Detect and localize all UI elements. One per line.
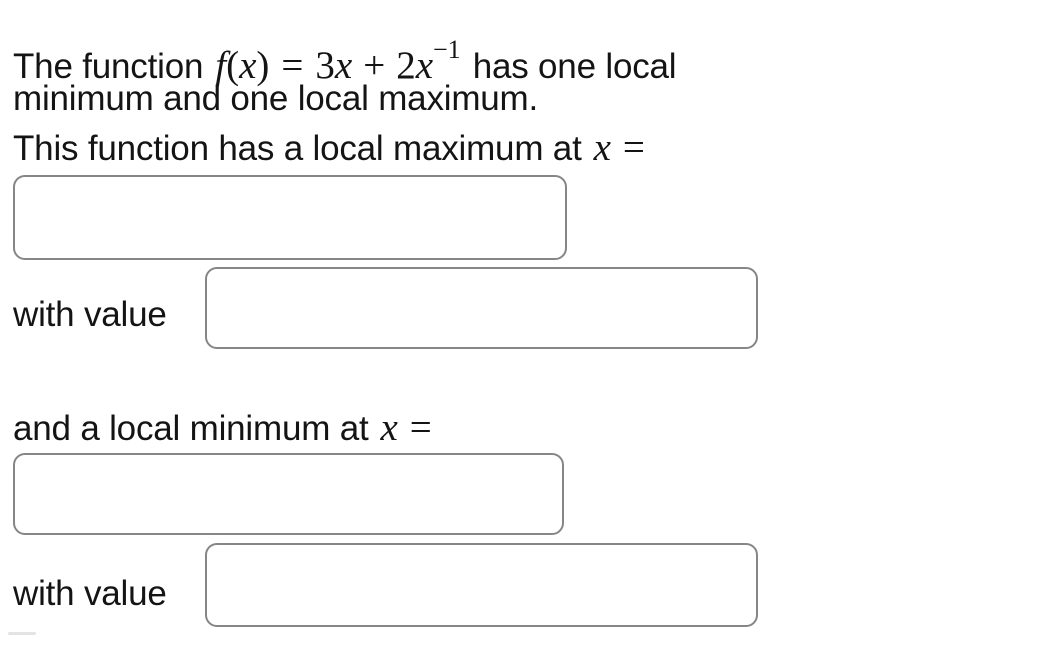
math-equals-sign-2: =: [409, 406, 432, 449]
with-value-label-max: with value: [13, 295, 167, 334]
formula-coeff2: 2: [396, 44, 416, 87]
with-value-label-min: with value: [13, 574, 167, 613]
formula-coeff1: 3: [315, 44, 335, 87]
formula-equals: =: [281, 44, 304, 87]
local-max-prompt-text: This function has a local maximum at: [13, 129, 582, 168]
formula: f(x)=3x+2x−1: [215, 35, 460, 87]
formula-close-paren: ): [256, 44, 270, 87]
formula-x-arg: x: [239, 44, 257, 87]
math-equals-sign: =: [622, 126, 645, 169]
math-x-equals-2: x=: [380, 406, 431, 449]
formula-open-paren: (: [226, 44, 240, 87]
formula-x2: x: [415, 44, 434, 87]
line1-prefix-text: The function: [13, 47, 204, 86]
math-x-2: x: [380, 406, 398, 449]
line1-suffix-text: has one local: [472, 47, 677, 86]
math-x-equals: x=: [594, 126, 645, 169]
math-x: x: [593, 126, 611, 169]
formula-exponent: −1: [433, 35, 461, 64]
cropped-partial-element: [8, 632, 36, 635]
formula-f: f: [215, 44, 227, 87]
formula-x1: x: [334, 44, 353, 87]
local-min-x-input[interactable]: [13, 453, 564, 535]
local-min-prompt-text: and a local minimum at: [13, 409, 369, 448]
local-max-x-input[interactable]: [13, 175, 567, 260]
local-max-value-input[interactable]: [205, 267, 758, 349]
local-min-value-input[interactable]: [205, 543, 758, 627]
problem-statement-line-2: minimum and one local maximum.: [13, 79, 539, 118]
formula-plus: +: [363, 44, 386, 87]
